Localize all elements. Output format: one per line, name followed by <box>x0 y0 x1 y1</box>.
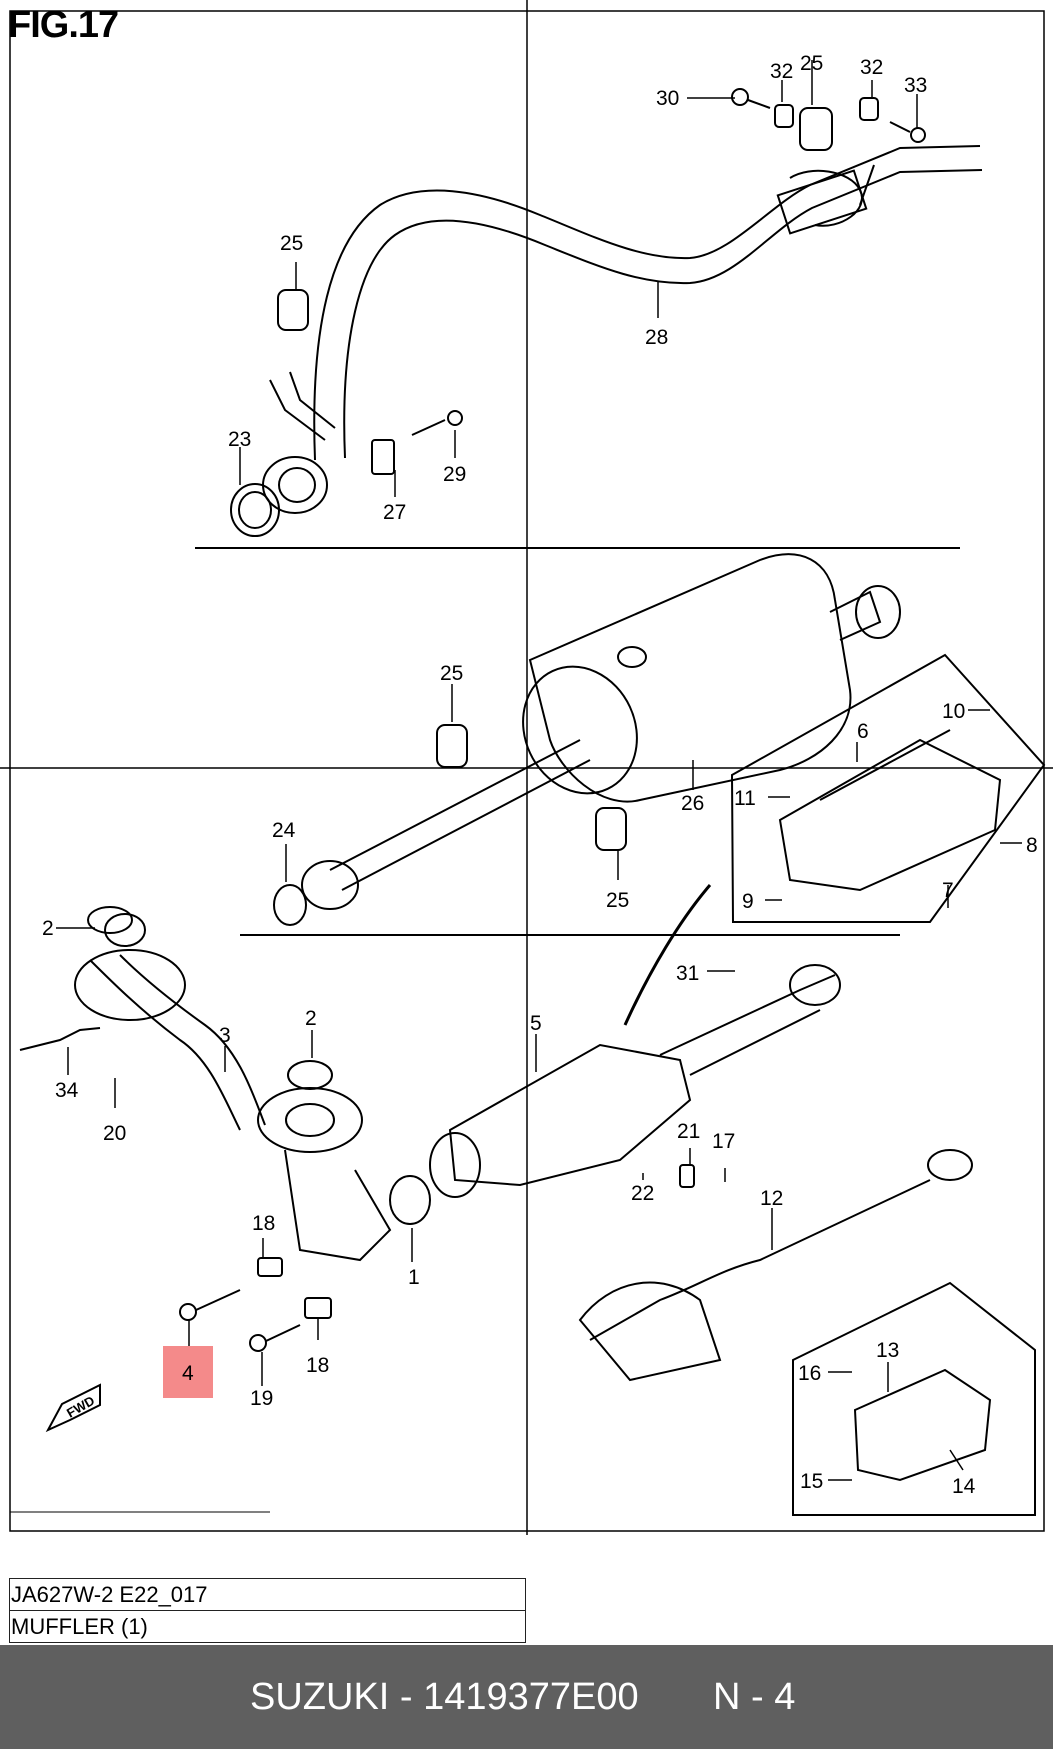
main-muffler <box>522 553 901 803</box>
callout-4: 4 <box>182 1362 194 1385</box>
inset-converter-13 <box>792 1281 1036 1516</box>
callout-16: 16 <box>798 1362 821 1385</box>
gasket-1 <box>389 1175 431 1225</box>
footer-page: N - 4 <box>713 1676 796 1718</box>
callout-20: 20 <box>103 1122 126 1145</box>
callout-18: 18 <box>306 1354 329 1377</box>
highlight-part-4 <box>163 1346 213 1398</box>
callout-13: 13 <box>876 1339 899 1362</box>
exhaust-diagram: FWD 25 25 32 32 33 30 28 23 29 27 <box>0 0 1053 1535</box>
callout-1: 1 <box>408 1266 420 1289</box>
callout-5: 5 <box>530 1012 542 1035</box>
diagram-name: MUFFLER (1) <box>9 1610 526 1643</box>
callout-30: 30 <box>656 87 679 110</box>
rear-flange-joint <box>230 410 463 537</box>
diagram-code: JA627W-2 E22_017 <box>9 1578 526 1611</box>
callout-32: 32 <box>860 56 883 79</box>
callout-2: 2 <box>305 1007 317 1030</box>
callout-34: 34 <box>55 1079 79 1102</box>
catalytic-converter-5 <box>429 964 841 1198</box>
pipe-12 <box>578 1149 973 1382</box>
callout-28: 28 <box>645 326 668 349</box>
callout-9: 9 <box>742 890 754 913</box>
callout-19: 19 <box>250 1387 273 1410</box>
callout-29: 29 <box>443 463 466 486</box>
callout-6: 6 <box>857 720 869 743</box>
callout-15: 15 <box>800 1470 823 1493</box>
callout-8: 8 <box>1026 834 1038 857</box>
footer-part-number: SUZUKI - 1419377E00 <box>250 1676 639 1718</box>
callout-25: 25 <box>800 52 823 75</box>
callout-33: 33 <box>904 74 927 97</box>
callout-25: 25 <box>440 662 463 685</box>
callout-10: 10 <box>942 700 965 723</box>
footer-bar: SUZUKI - 1419377E00 N - 4 <box>0 1645 1053 1749</box>
inset-converter-6 <box>730 653 1046 923</box>
callout-31: 31 <box>676 962 699 985</box>
callout-24: 24 <box>272 819 296 842</box>
callout-25: 25 <box>280 232 303 255</box>
callout-2: 2 <box>42 917 54 940</box>
intermediate-pipe <box>273 739 591 926</box>
hanger-bolts <box>731 88 926 143</box>
fwd-arrow: FWD <box>45 1383 101 1433</box>
callout-labels: 25 25 32 32 33 30 28 23 29 27 25 26 25 2… <box>42 52 1038 1498</box>
callout-14: 14 <box>952 1475 976 1498</box>
callout-11: 11 <box>734 787 756 810</box>
callout-18: 18 <box>252 1212 275 1235</box>
callout-3: 3 <box>219 1024 231 1047</box>
tail-pipe <box>269 145 983 461</box>
callout-32: 32 <box>770 60 793 83</box>
info-table: JA627W-2 E22_017 MUFFLER (1) <box>9 1578 526 1643</box>
callout-17: 17 <box>712 1130 735 1153</box>
front-pipe <box>19 906 392 1262</box>
rubber-mount-upper <box>277 107 833 851</box>
callout-21: 21 <box>677 1120 700 1143</box>
callout-26: 26 <box>681 792 704 815</box>
fasteners-bottom <box>179 1164 695 1352</box>
callout-25: 25 <box>606 889 629 912</box>
callout-23: 23 <box>228 428 251 451</box>
callout-22: 22 <box>631 1182 654 1205</box>
callout-12: 12 <box>760 1187 783 1210</box>
callout-27: 27 <box>383 501 406 524</box>
callout-7: 7 <box>942 879 954 902</box>
